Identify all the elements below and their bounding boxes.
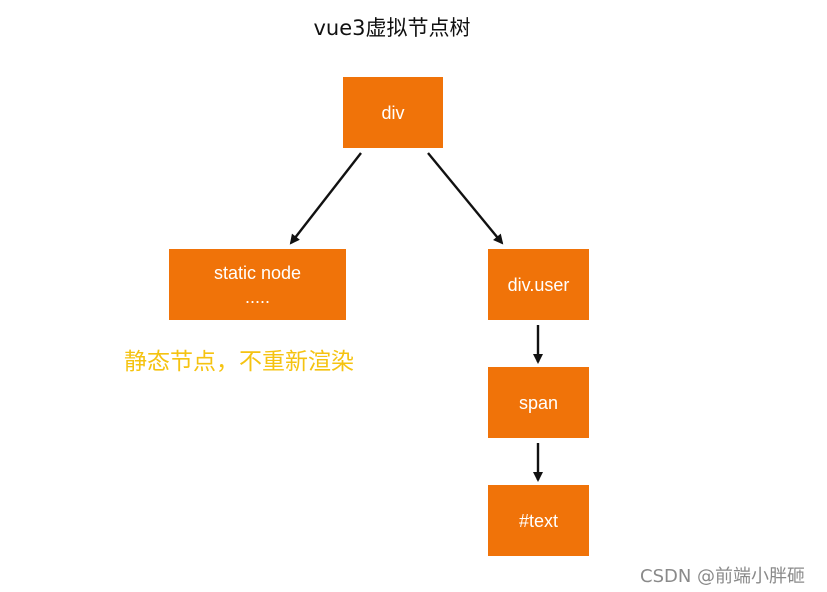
node-div: div <box>343 77 443 148</box>
static-node-annotation: 静态节点，不重新渲染 <box>124 349 354 375</box>
node-static: static node ..... <box>169 249 346 320</box>
node-div-user: div.user <box>488 249 589 320</box>
node-static-label: static node <box>213 262 302 283</box>
edge-div-to-div-user <box>427 152 504 245</box>
node-span-label: span <box>518 392 559 413</box>
diagram-title: vue3虚拟节点树 <box>313 16 471 40</box>
node-span: span <box>488 367 589 438</box>
node-div-user-label: div.user <box>507 274 570 295</box>
watermark: CSDN @前端小胖砸 <box>640 566 806 587</box>
edge-div-to-static-node <box>289 152 362 245</box>
node-text: #text <box>488 485 589 556</box>
node-static-ellipsis: ..... <box>244 286 270 307</box>
node-text-label: #text <box>518 510 559 531</box>
node-div-label: div <box>381 102 405 123</box>
